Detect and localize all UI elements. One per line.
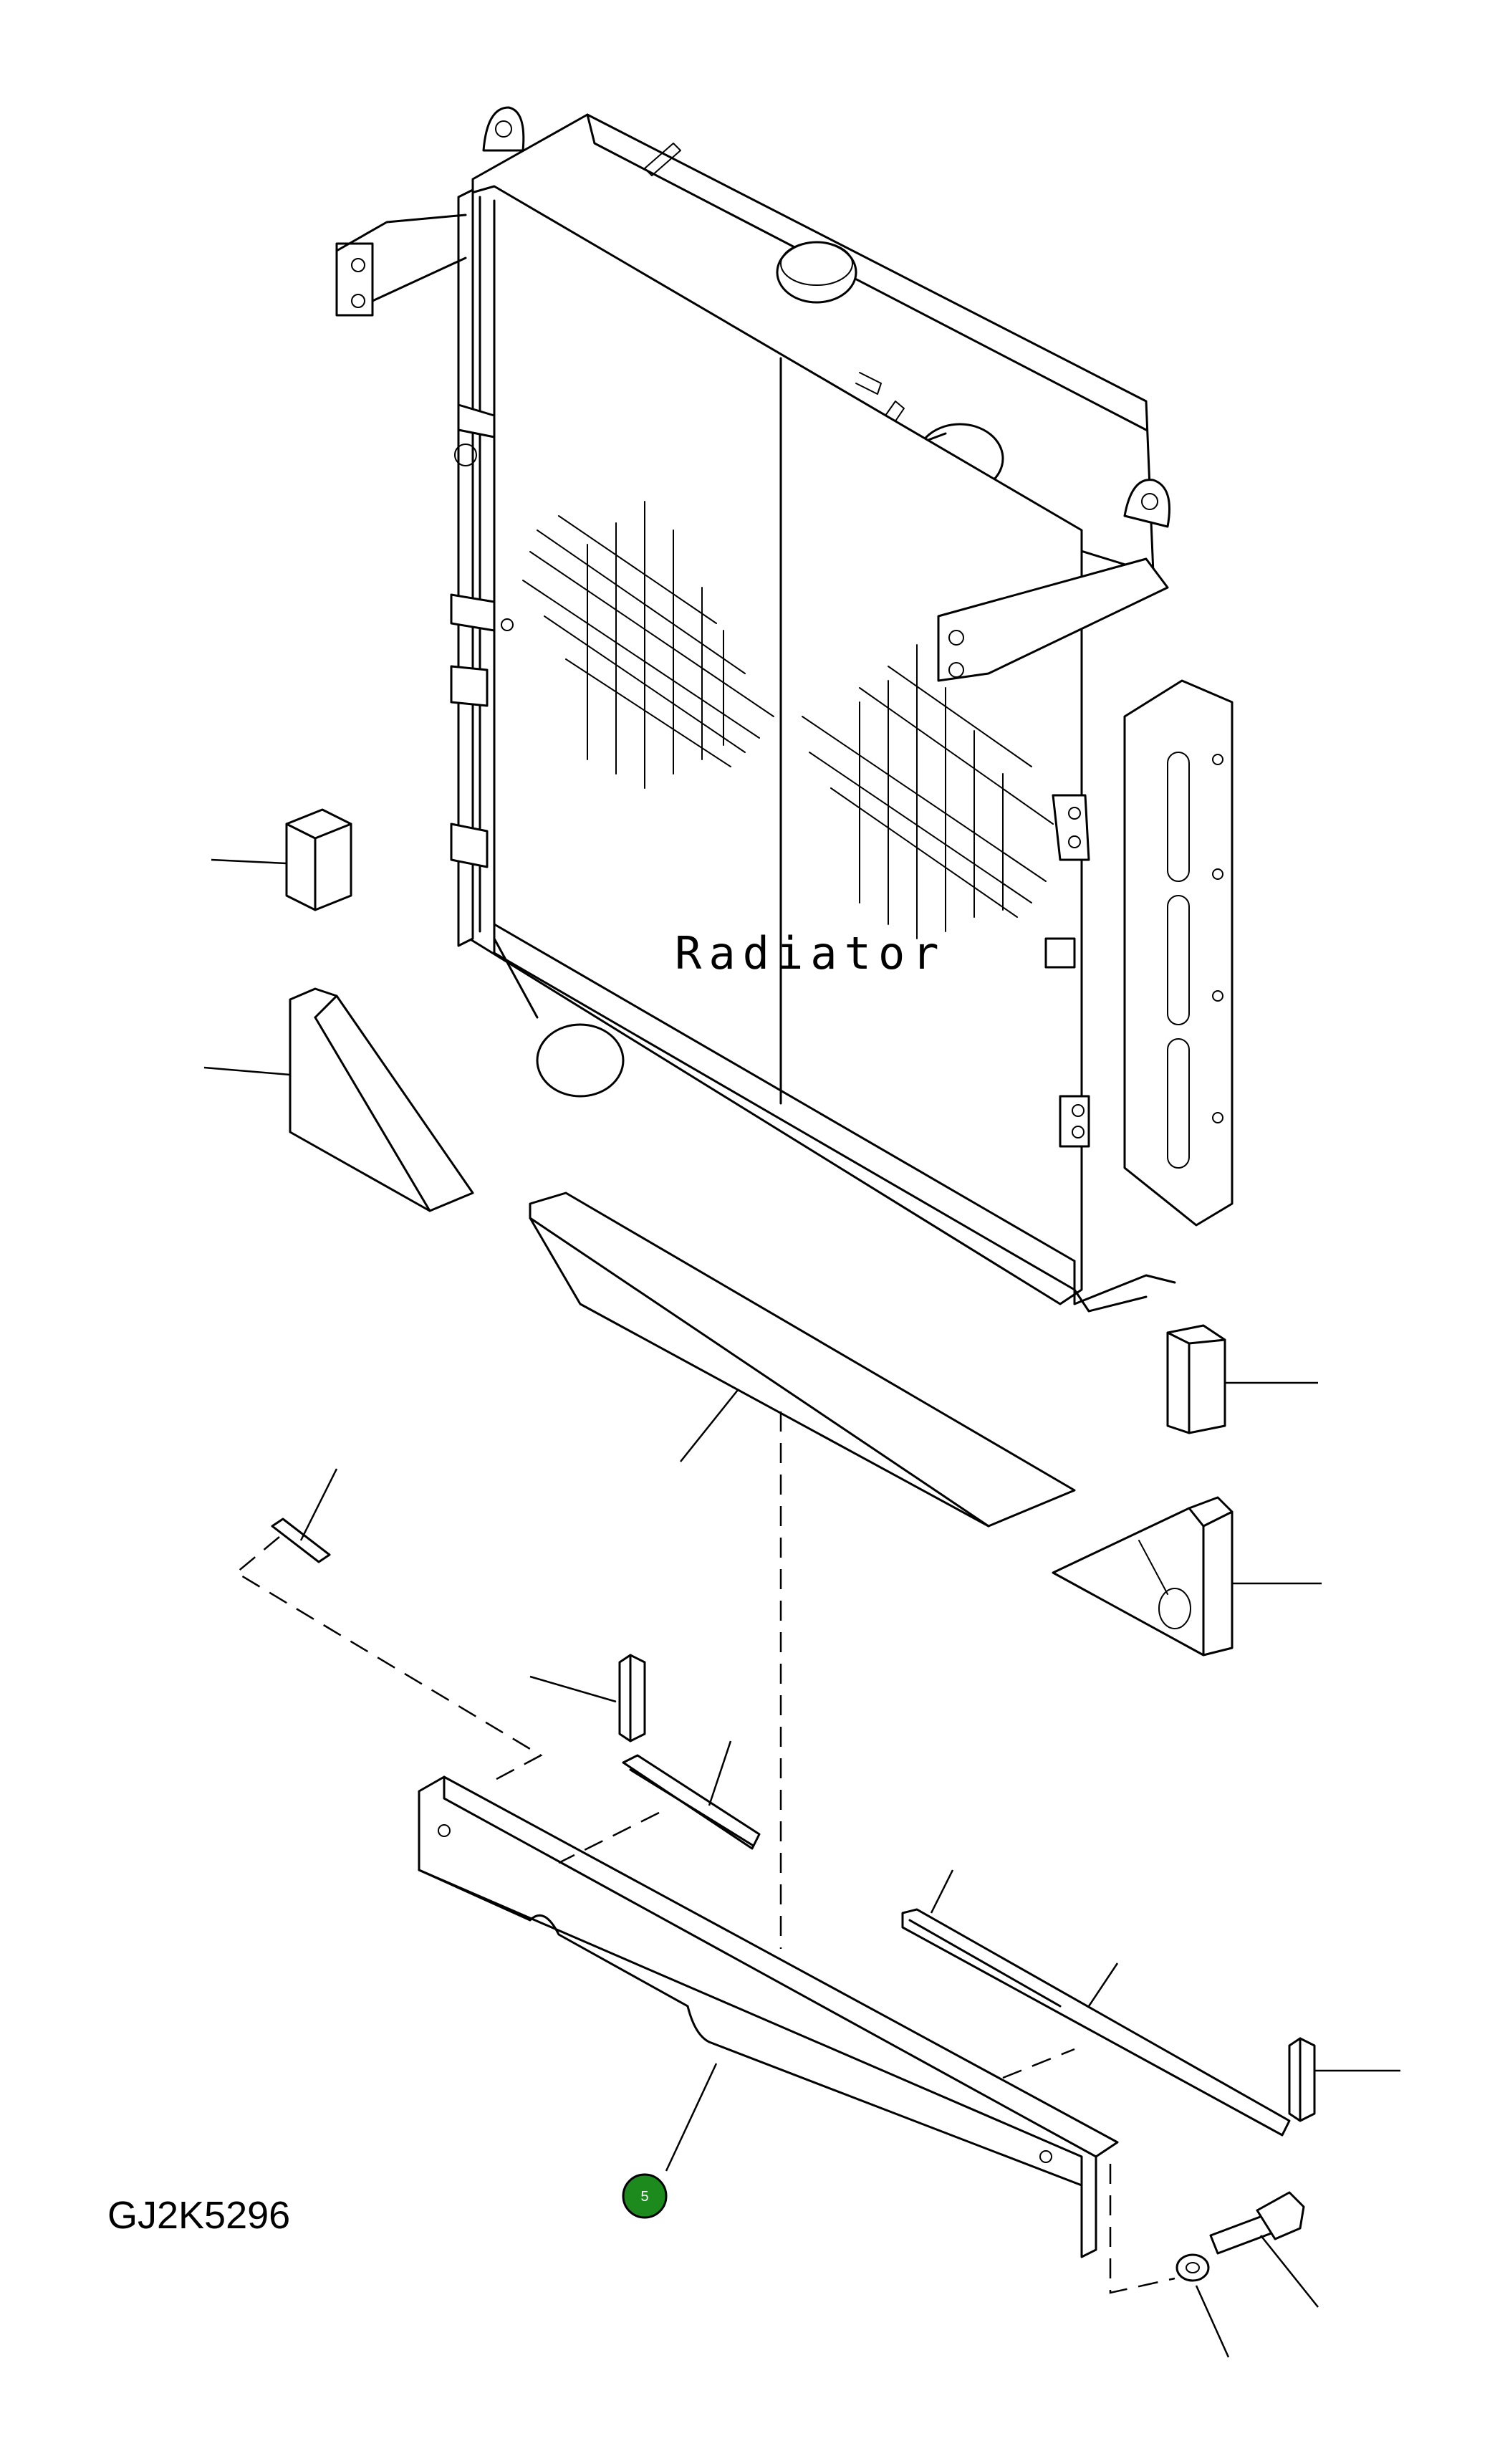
washer: [1175, 2253, 1230, 2358]
drawing-id: GJ2K5296: [107, 2194, 290, 2237]
lower-seal-strip: [529, 1192, 1076, 1528]
radiator-assembly: Radiator: [335, 106, 1234, 1313]
small-pin: [271, 1468, 338, 1563]
bottom-mounting-bracket: [418, 1775, 1119, 2258]
alignment-lines: [234, 1411, 1175, 2294]
bolt: [1209, 2191, 1319, 2308]
callout-5[interactable]: 5: [622, 2173, 668, 2219]
wedge-left: [203, 987, 474, 1212]
callout-5-number: 5: [640, 2189, 648, 2205]
upright-clip-right: [1288, 2037, 1400, 2122]
radiator-label: Radiator: [675, 927, 946, 979]
short-seal-strip: [622, 1740, 761, 1850]
wedge-right: [1052, 1496, 1322, 1657]
rubber-block-right: [1166, 1324, 1318, 1434]
right-seal-strips: [901, 1869, 1291, 2137]
upright-clip: [529, 1654, 646, 1742]
rubber-block-upper-left: [211, 808, 352, 911]
